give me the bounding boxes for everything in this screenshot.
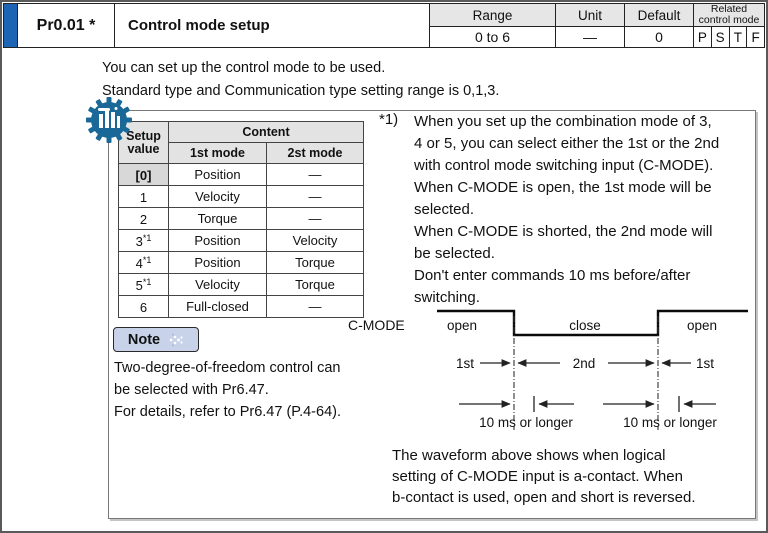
mode-label-1st-b: 1st [696,356,714,371]
note-badge: Note [113,327,199,352]
cmode-timing-diagram: C-MODE open close open 1st 2nd 1st 10 ms… [348,309,748,430]
related-mode-f: F [746,27,764,47]
default-column: Default 0 [625,4,694,47]
range-column: Range 0 to 6 [430,4,556,47]
param-id: Pr0.01 * [18,4,115,47]
mode-label-2nd: 2nd [573,356,596,371]
intro-line-2: Standard type and Communication type set… [102,82,500,99]
mode1-cell: Full-closed [168,295,267,318]
related-modes: P S T F [694,27,764,47]
mode1-cell: Position [168,251,267,274]
default-label: Default [625,4,693,27]
setup-value-cell: 2 [118,207,169,230]
related-label-line2: control mode [698,14,760,26]
signal-label: C-MODE [348,317,405,333]
footnote-marker: *1) [379,111,399,128]
note-label: Note [127,331,161,348]
related-label: Related control mode [694,4,764,27]
setup-value-cell: 3*1 [118,229,169,252]
table-row: 3*1 Position Velocity [118,229,364,252]
footnote-text: When you set up the combination mode of … [414,111,756,309]
table-row: 2 Torque — [118,207,364,230]
mode2-cell: Velocity [266,229,364,252]
interval-label-2: 10 ms or longer [623,415,717,430]
unit-column: Unit — [556,4,625,47]
footnote-line-8: Don't enter commands 10 ms before/after [414,267,691,284]
mode2-header: 2st mode [266,142,364,164]
setup-value-cell: 1 [118,185,169,208]
mode1-cell: Position [168,163,267,186]
setup-table-header-row: Setup value Content [118,121,364,164]
mode2-cell: — [266,207,364,230]
sparkle-icon [169,333,183,346]
table-row: 4*1 Position Torque [118,251,364,274]
mode1-cell: Position [168,229,267,252]
note-line-3: For details, refer to Pr6.47 (P.4-64). [114,404,342,420]
bottom-note-line-1: The waveform above shows when logical [392,447,666,464]
range-value: 0 to 6 [474,29,511,45]
default-value: 0 [655,29,663,45]
setup-value-cell: [0] [118,163,169,186]
bottom-note-line-2: setting of C-MODE input is a-contact. Wh… [392,468,683,485]
range-label: Range [430,4,555,27]
footnote-line-1: When you set up the combination mode of … [414,113,712,130]
accent-bar [4,4,18,47]
bottom-note: The waveform above shows when logical se… [392,445,696,508]
unit-label: Unit [556,4,624,27]
related-column: Related control mode P S T F [694,4,764,47]
intro-text: You can set up the control mode to be us… [102,57,499,102]
mode2-cell: Torque [266,251,364,274]
setup-value-cell: 5*1 [118,273,169,296]
table-row: [0] Position — [118,163,364,186]
setup-header-line2: value [127,141,160,156]
footnote-line-7: be selected. [414,245,495,262]
footnote-line-5: selected. [414,201,475,218]
param-title: Control mode setup [115,4,430,47]
note-line-2: be selected with Pr6.47. [114,382,269,398]
table-row: 5*1 Velocity Torque [118,273,364,296]
footnote-line-6: When C-MODE is shorted, the 2nd mode wil… [414,223,713,240]
related-mode-p: P [697,29,707,45]
mode1-cell: Velocity [168,273,267,296]
mode-label-1st-a: 1st [456,356,474,371]
related-mode-s: S [710,27,729,47]
table-row: 1 Velocity — [118,185,364,208]
mode1-header: 1st mode [168,142,267,164]
mode2-cell: — [266,163,364,186]
note-line-1: Two-degree-of-freedom control can [114,360,341,376]
gear-icon [86,97,132,143]
table-row: 6 Full-closed — [118,295,364,318]
mode1-cell: Velocity [168,185,267,208]
footnote-line-3: with control mode switching input (C-MOD… [414,157,714,174]
mode2-cell: — [266,295,364,318]
mode2-cell: — [266,185,364,208]
unit-value: — [583,29,597,45]
intro-line-1: You can set up the control mode to be us… [102,60,386,76]
mode2-cell: Torque [266,273,364,296]
footnote-line-4: When C-MODE is open, the 1st mode will b… [414,179,712,196]
setup-value-cell: 6 [118,295,169,318]
related-label-line1: Related [710,3,748,15]
interval-label-1: 10 ms or longer [479,415,573,430]
bottom-note-line-3: b-contact is used, open and short is rev… [392,489,696,506]
waveform [437,309,748,337]
note-text: Two-degree-of-freedom control can be sel… [114,357,341,423]
footnote-line-2: 4 or 5, you can select either the 1st or… [414,135,720,152]
content-box [108,110,756,519]
footnote-line-9: switching. [414,289,480,306]
mode1-cell: Torque [168,207,267,230]
setup-header-line1: Setup [126,128,161,143]
state-label-close: close [569,318,601,333]
related-mode-t: T [728,27,747,47]
setup-value-cell: 4*1 [118,251,169,274]
param-header-table: Pr0.01 * Control mode setup Range 0 to 6… [3,3,765,48]
state-label-open-1: open [447,318,477,333]
content-header: Content [168,121,364,143]
setup-table: Setup value Content 1st mode 2st mode [0… [118,121,364,318]
setup-value-header: Setup value [118,121,169,164]
state-label-open-2: open [687,318,717,333]
